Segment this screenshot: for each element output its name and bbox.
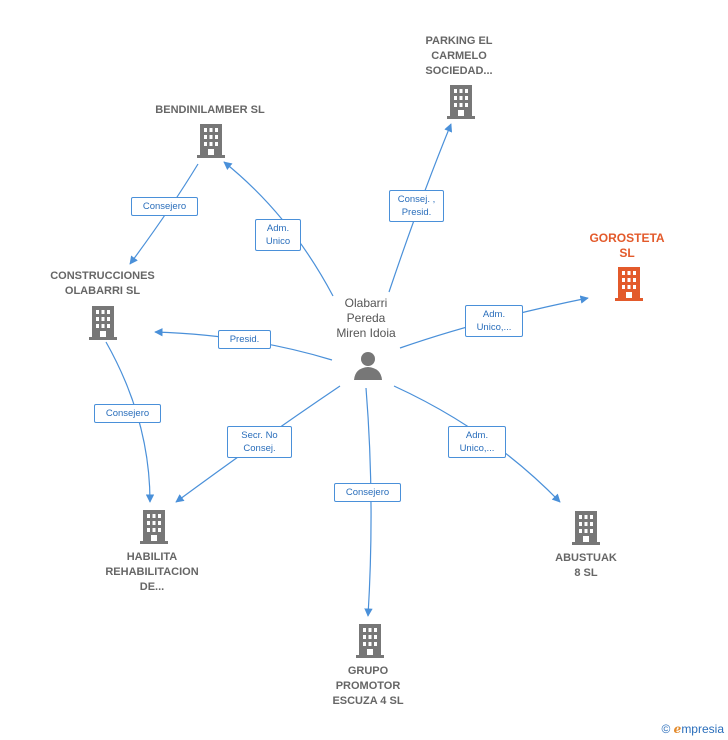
edge-label-consejero-grupo: Consejero bbox=[334, 483, 401, 502]
edge-label-adm-unico-abus: Adm. Unico,... bbox=[448, 426, 506, 458]
node-label-gorosteta[interactable]: GOROSTETA SL bbox=[589, 231, 665, 260]
habilita-building-icon[interactable] bbox=[139, 510, 169, 544]
copyright-symbol: © bbox=[661, 722, 671, 736]
edge-label-presid: Presid. bbox=[218, 330, 271, 349]
grupo-building-icon[interactable] bbox=[355, 624, 385, 658]
node-label-abustuak[interactable]: ABUSTUAK 8 SL bbox=[555, 552, 617, 579]
gorosteta-building-icon[interactable] bbox=[614, 267, 644, 301]
brand-initial: e bbox=[673, 722, 682, 736]
abustuak-building-icon[interactable] bbox=[571, 511, 601, 545]
brand-name: mpresia bbox=[681, 722, 724, 736]
edge-label-adm-unico-gor: Adm. Unico,... bbox=[465, 305, 523, 337]
center-person-name[interactable]: Olabarri Pereda Miren Idoia bbox=[336, 296, 396, 340]
parking-building-icon[interactable] bbox=[446, 85, 476, 119]
construcciones-building-icon[interactable] bbox=[88, 306, 118, 340]
node-label-habilita[interactable]: HABILITA REHABILITACION DE... bbox=[105, 551, 199, 593]
node-label-bendinilamber[interactable]: BENDINILAMBER SL bbox=[155, 104, 265, 116]
edge-label-consejero-constr: Consejero bbox=[94, 404, 161, 423]
edge-grupo bbox=[364, 387, 373, 617]
edge-label-secr: Secr. No Consej. bbox=[227, 426, 292, 458]
node-label-parking[interactable]: PARKING EL CARMELO SOCIEDAD... bbox=[425, 35, 493, 77]
footer-brand: © empresia bbox=[661, 722, 724, 736]
edge-label-consej-presid: Consej. , Presid. bbox=[389, 190, 444, 222]
edge-label-consejero-bend: Consejero bbox=[131, 197, 198, 216]
node-label-grupo[interactable]: GRUPO PROMOTOR ESCUZA 4 SL bbox=[332, 665, 404, 707]
node-label-construcciones[interactable]: CONSTRUCCIONES OLABARRI SL bbox=[50, 270, 155, 297]
person-icon[interactable] bbox=[353, 350, 383, 380]
edge-label-adm-unico-bend: Adm. Unico bbox=[255, 219, 301, 251]
bendinilamber-building-icon[interactable] bbox=[196, 124, 226, 158]
